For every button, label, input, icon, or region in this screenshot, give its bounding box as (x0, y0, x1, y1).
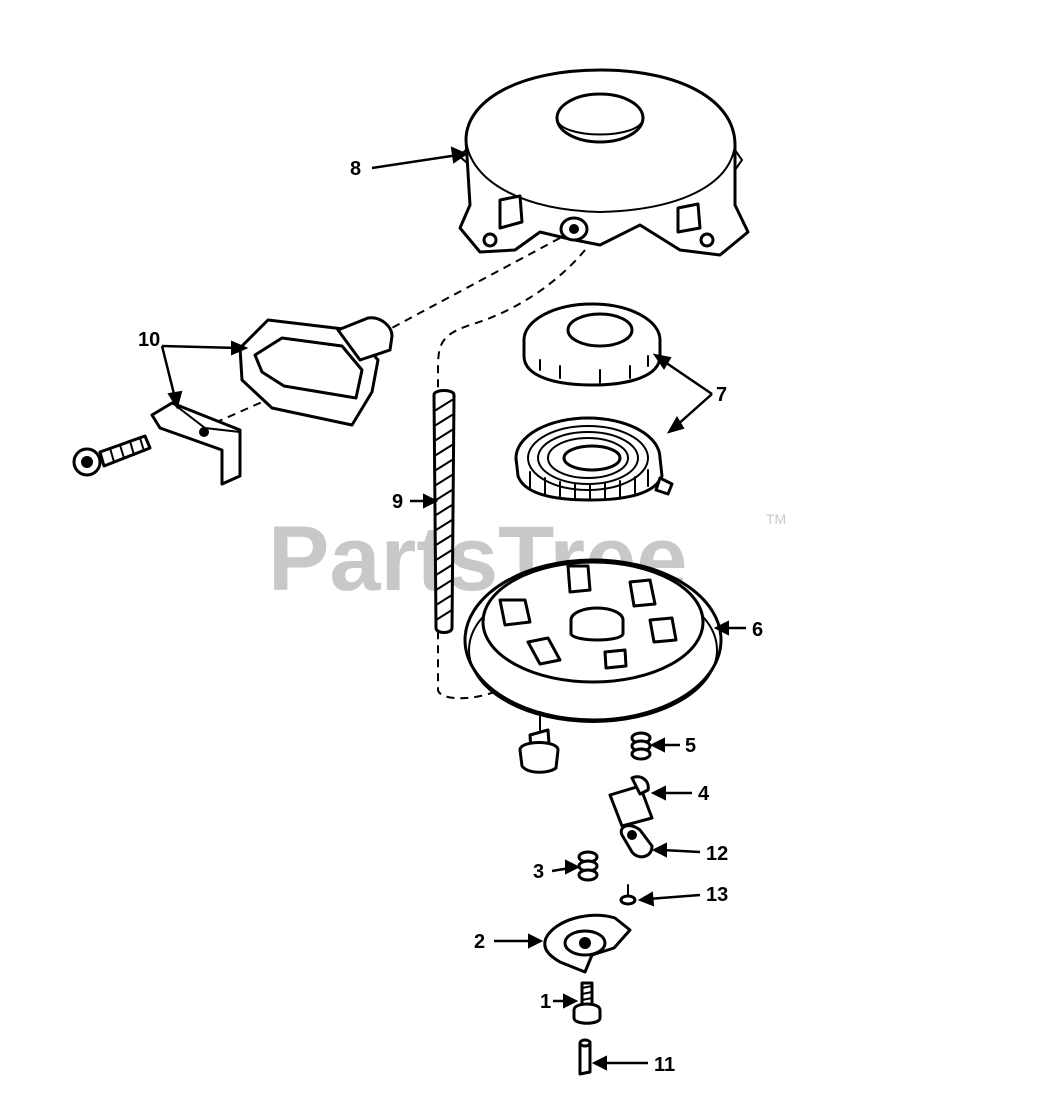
part-2-brake-lever (543, 913, 632, 974)
callout-5: 5 (685, 735, 696, 757)
callout-11: 11 (654, 1054, 675, 1076)
part-3-spring (577, 850, 599, 882)
callout-1: 1 (540, 991, 551, 1013)
leader-lines (160, 146, 746, 1071)
part-9-starter-rope (432, 389, 456, 634)
part-8-starter-housing (457, 68, 750, 257)
callout-4: 4 (698, 783, 710, 805)
part-10-handle-insert (150, 401, 242, 486)
callout-8: 8 (350, 158, 361, 180)
callout-13: 13 (706, 884, 728, 906)
callout-7: 7 (716, 384, 727, 406)
part-7-spring-keeper (522, 302, 662, 387)
pulley-pivot-pin (518, 711, 560, 774)
callout-10: 10 (138, 329, 160, 351)
part-6-pulley (463, 558, 723, 723)
callout-12: 12 (706, 843, 728, 865)
part-11-roll-pin (578, 1038, 592, 1076)
callout-3: 3 (533, 861, 544, 883)
part-7-recoil-spring (514, 416, 674, 502)
part-12-retainer (619, 824, 654, 859)
watermark-trademark: TM (766, 511, 786, 527)
part-13-screw (619, 884, 637, 906)
callout-labels: 8 10 7 9 6 5 4 12 3 13 2 1 11 (138, 158, 763, 1076)
part-10-handle-screw (72, 434, 152, 477)
callout-2: 2 (474, 931, 485, 953)
part-5-spring (630, 731, 652, 761)
part-10-starter-handle (238, 316, 394, 427)
part-1-shoulder-screw (572, 981, 602, 1025)
part-4-pawl (608, 775, 654, 828)
callout-9: 9 (392, 491, 403, 513)
callout-6: 6 (752, 619, 763, 641)
